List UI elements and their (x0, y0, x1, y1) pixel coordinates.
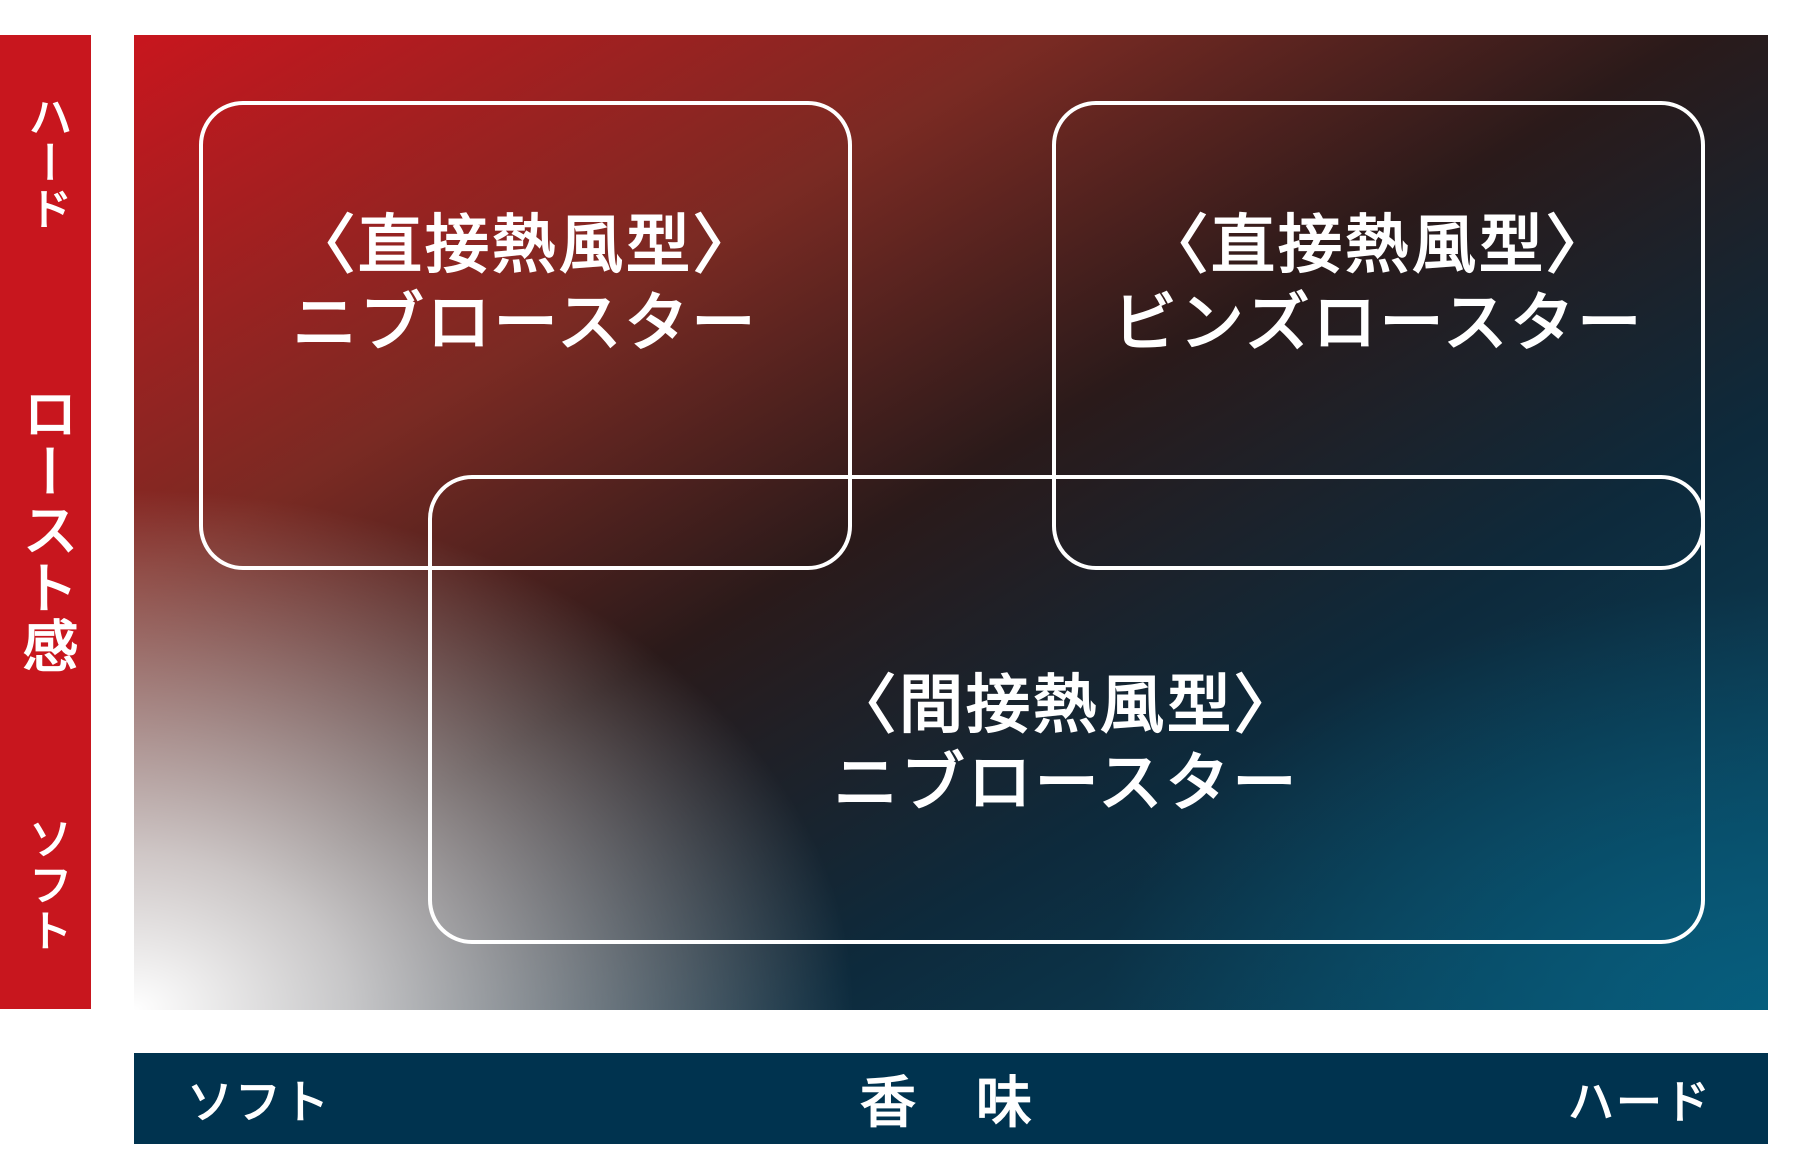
y-axis-high-label: ハード (20, 94, 72, 232)
zone-direct-nib (199, 101, 852, 570)
zone-label-indirect-nib: 〈間接熱風型〉 ニブロースター (714, 667, 1419, 823)
x-axis-high-label: ハード (1568, 1074, 1712, 1129)
x-axis-bar (134, 1053, 1768, 1144)
zone-direct-bean (1052, 101, 1705, 570)
zone-label-line2: ニブロースター (292, 287, 759, 361)
zone-label-direct-nib: 〈直接熱風型〉 ニブロースター (199, 207, 852, 363)
x-axis-title: 香味 (860, 1071, 1092, 1136)
zone-label-line2: ニブロースター (833, 747, 1300, 821)
zone-label-line2: ビンズロースター (1112, 287, 1645, 361)
zone-indirect-nib (428, 475, 1705, 944)
y-axis-low-label: ソフト (20, 816, 72, 954)
y-axis-bar (0, 35, 91, 1009)
plot-area: 〈直接熱風型〉 ニブロースター 〈直接熱風型〉 ビンズロースター 〈間接熱風型〉… (134, 35, 1768, 1010)
x-axis-low-label: ソフト (187, 1074, 331, 1129)
zone-label-line1: 〈間接熱風型〉 (832, 669, 1301, 743)
zone-label-line1: 〈直接熱風型〉 (1144, 209, 1613, 283)
zone-label-line1: 〈直接熱風型〉 (291, 209, 760, 283)
zone-label-direct-bean: 〈直接熱風型〉 ビンズロースター (1052, 207, 1705, 363)
y-axis-title: ロースト感 (13, 385, 78, 675)
